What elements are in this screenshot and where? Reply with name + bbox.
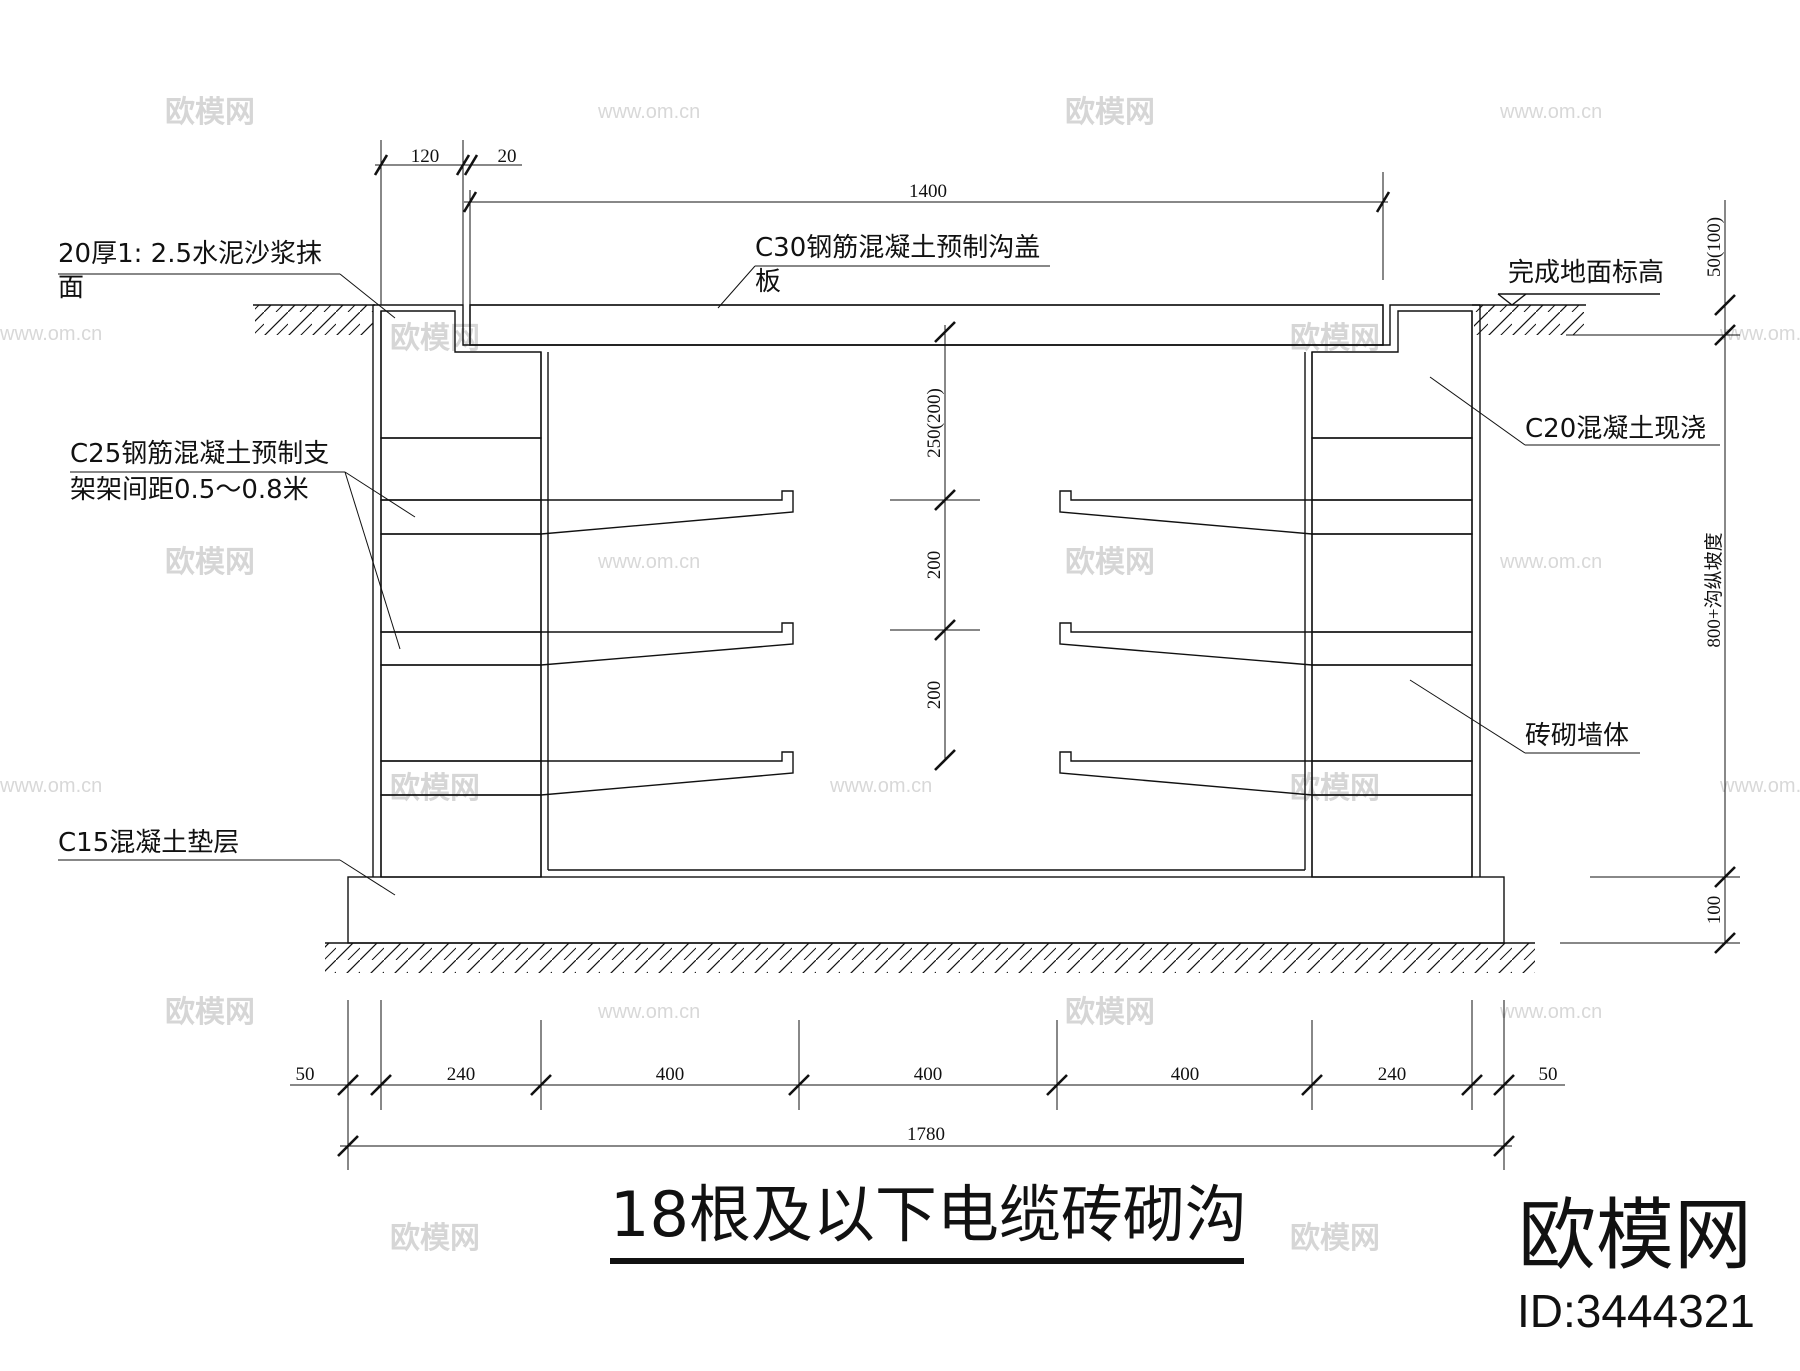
dim-bottom-1: 240 [447, 1064, 476, 1085]
brand-id: ID:3444321 [1517, 1285, 1755, 1337]
watermark-logo: 欧模网 [390, 321, 480, 356]
watermark-url: www.om.cn [1499, 1001, 1602, 1023]
watermark-url: www.om.cn [597, 1001, 700, 1023]
dim-100: 100 [1704, 896, 1725, 925]
dim-bottom-2: 400 [656, 1064, 685, 1085]
dim-bottom-0: 50 [296, 1064, 315, 1085]
dim-20: 20 [498, 146, 517, 167]
brand-block: 欧模网 ID:3444321 [1517, 1191, 1755, 1337]
cover-slab [373, 304, 1480, 346]
label-bracket-line2: 架架间距0.5～0.8米 [70, 475, 309, 505]
watermark-logo: 欧模网 [165, 545, 255, 580]
dim-bottom-6: 50 [1539, 1064, 1558, 1085]
right-brackets [1059, 490, 1473, 796]
drawing-title-block: 18根及以下电缆砖砌沟 [610, 1178, 1247, 1264]
label-c20: C20混凝土现浇 [1525, 414, 1706, 444]
watermark-url: www.om.cn [1719, 323, 1800, 345]
label-cover-line1: C30钢筋混凝土预制沟盖 [755, 233, 1040, 263]
right-dimensions: 50(100) 800+沟纵坡度 100 [1560, 200, 1740, 954]
dim-bottom-4: 400 [1171, 1064, 1200, 1085]
label-bracket-line1: C25钢筋混凝土预制支 [70, 439, 329, 469]
dim-50-100: 50(100) [1704, 217, 1725, 277]
dim-bottom-5: 240 [1378, 1064, 1407, 1085]
watermark-url: www.om.cn [0, 323, 102, 345]
title-underline [610, 1258, 1244, 1264]
label-mortar-line1: 20厚1: 2.5水泥沙浆抹 [58, 239, 322, 269]
watermark-logo: 欧模网 [1065, 545, 1155, 580]
watermark-url: www.om.cn [597, 101, 700, 123]
dim-total-1780: 1780 [907, 1124, 945, 1145]
watermark-logo: 欧模网 [1290, 321, 1380, 356]
watermark-logo: 欧模网 [390, 1221, 480, 1256]
label-ground: 完成地面标高 [1508, 258, 1664, 288]
dim-200-upper: 200 [924, 551, 945, 580]
watermark-logo: 欧模网 [1290, 1221, 1380, 1256]
drawing-title: 18根及以下电缆砖砌沟 [610, 1178, 1247, 1251]
left-brackets [380, 490, 794, 796]
label-brick: 砖砌墙体 [1525, 721, 1629, 751]
watermark-url: www.om.cn [829, 775, 932, 797]
ground-surface [253, 293, 1660, 335]
dim-bottom-3: 400 [914, 1064, 943, 1085]
c15-bedding-layer [347, 876, 1505, 944]
annotations: 20厚1: 2.5水泥沙浆抹 面 C30钢筋混凝土预制沟盖 板 完成地面标高 C… [58, 233, 1720, 896]
inner-dimensions: 250(200) 200 200 [890, 321, 980, 771]
dim-200-lower: 200 [924, 681, 945, 710]
label-cover-line2: 板 [755, 267, 781, 297]
dim-250-200: 250(200) [924, 388, 945, 458]
dim-1400: 1400 [909, 181, 947, 202]
watermark-url: www.om.cn [1499, 551, 1602, 573]
dim-120: 120 [411, 146, 440, 167]
dim-800-slope: 800+沟纵坡度 [1703, 532, 1725, 647]
watermark-url: www.om.cn [0, 775, 102, 797]
watermark-logo: 欧模网 [390, 771, 480, 806]
watermark-logo: 欧模网 [1065, 95, 1155, 130]
label-mortar-line2: 面 [58, 273, 84, 303]
watermark-url: www.om.cn [1719, 775, 1800, 797]
watermark-logo: 欧模网 [165, 95, 255, 130]
watermark-logo: 欧模网 [1290, 771, 1380, 806]
brand-name: 欧模网 [1518, 1191, 1752, 1281]
watermark-url: www.om.cn [1499, 101, 1602, 123]
watermark-logo: 欧模网 [165, 995, 255, 1030]
watermark-logo: 欧模网 [1065, 995, 1155, 1030]
label-c15: C15混凝土垫层 [58, 828, 239, 858]
bottom-dimensions: 50 240 400 400 400 240 50 1780 [290, 1000, 1565, 1170]
top-dimensions: 120 20 1400 [373, 140, 1391, 305]
watermark-url: www.om.cn [597, 551, 700, 573]
bottom-soil [325, 942, 1535, 973]
